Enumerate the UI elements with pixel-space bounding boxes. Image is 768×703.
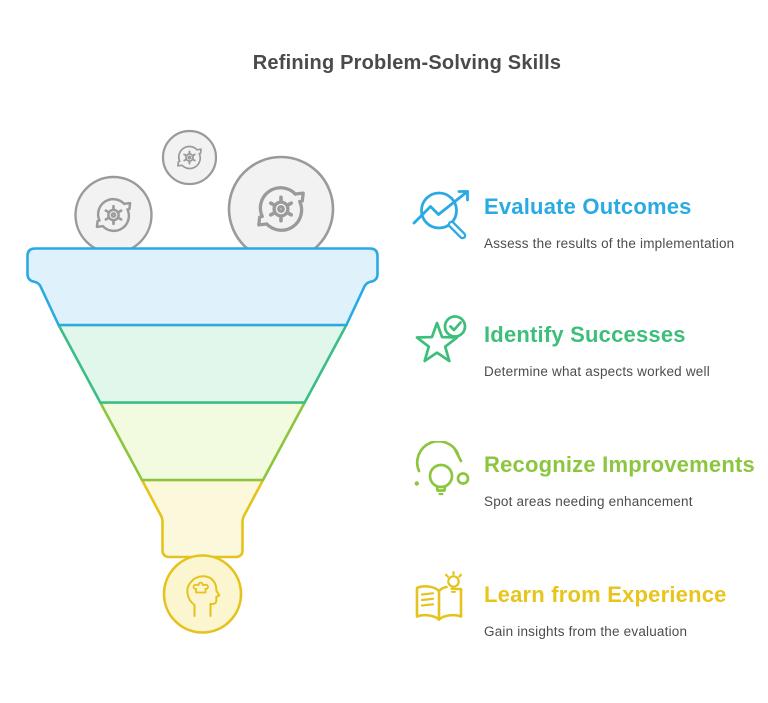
step-heading: Identify Successes xyxy=(484,322,686,347)
step-heading: Learn from Experience xyxy=(484,582,727,607)
book-lightbulb-icon xyxy=(410,571,474,629)
funnel-band-4-spout xyxy=(140,478,265,559)
star-check-icon xyxy=(410,311,474,369)
step-text: Recognize Improvements Spot areas needin… xyxy=(474,441,755,509)
gear-circle-left xyxy=(74,175,153,255)
magnifier-trend-icon xyxy=(410,183,474,241)
gear-circle-middle xyxy=(161,129,218,186)
step-row-identify-successes: Identify Successes Determine what aspect… xyxy=(410,311,710,379)
step-heading: Recognize Improvements xyxy=(484,452,755,477)
step-row-recognize-improvements: Recognize Improvements Spot areas needin… xyxy=(410,441,755,509)
gear-circle-right xyxy=(227,155,335,263)
step-text: Learn from Experience Gain insights from… xyxy=(474,571,727,639)
head-gear-icon xyxy=(186,575,221,617)
funnel-band-1-top xyxy=(26,247,379,327)
funnel-band-2 xyxy=(57,323,348,404)
funnel-band-3 xyxy=(99,401,306,482)
step-row-learn-from-experience: Learn from Experience Gain insights from… xyxy=(410,571,727,639)
funnel-svg xyxy=(26,129,379,634)
step-description: Gain insights from the evaluation xyxy=(484,624,688,639)
step-description: Spot areas needing enhancement xyxy=(484,494,693,509)
lightbulb-orbit-icon xyxy=(410,441,474,499)
funnel-diagram xyxy=(0,110,410,670)
head-circle xyxy=(162,554,243,634)
step-description: Determine what aspects worked well xyxy=(484,364,710,379)
step-description: Assess the results of the implementation xyxy=(484,236,735,251)
page-title: Refining Problem-Solving Skills xyxy=(252,52,562,74)
step-text: Evaluate Outcomes Assess the results of … xyxy=(474,183,734,251)
step-text: Identify Successes Determine what aspect… xyxy=(474,311,710,379)
step-heading: Evaluate Outcomes xyxy=(484,194,692,219)
step-row-evaluate-outcomes: Evaluate Outcomes Assess the results of … xyxy=(410,183,734,251)
